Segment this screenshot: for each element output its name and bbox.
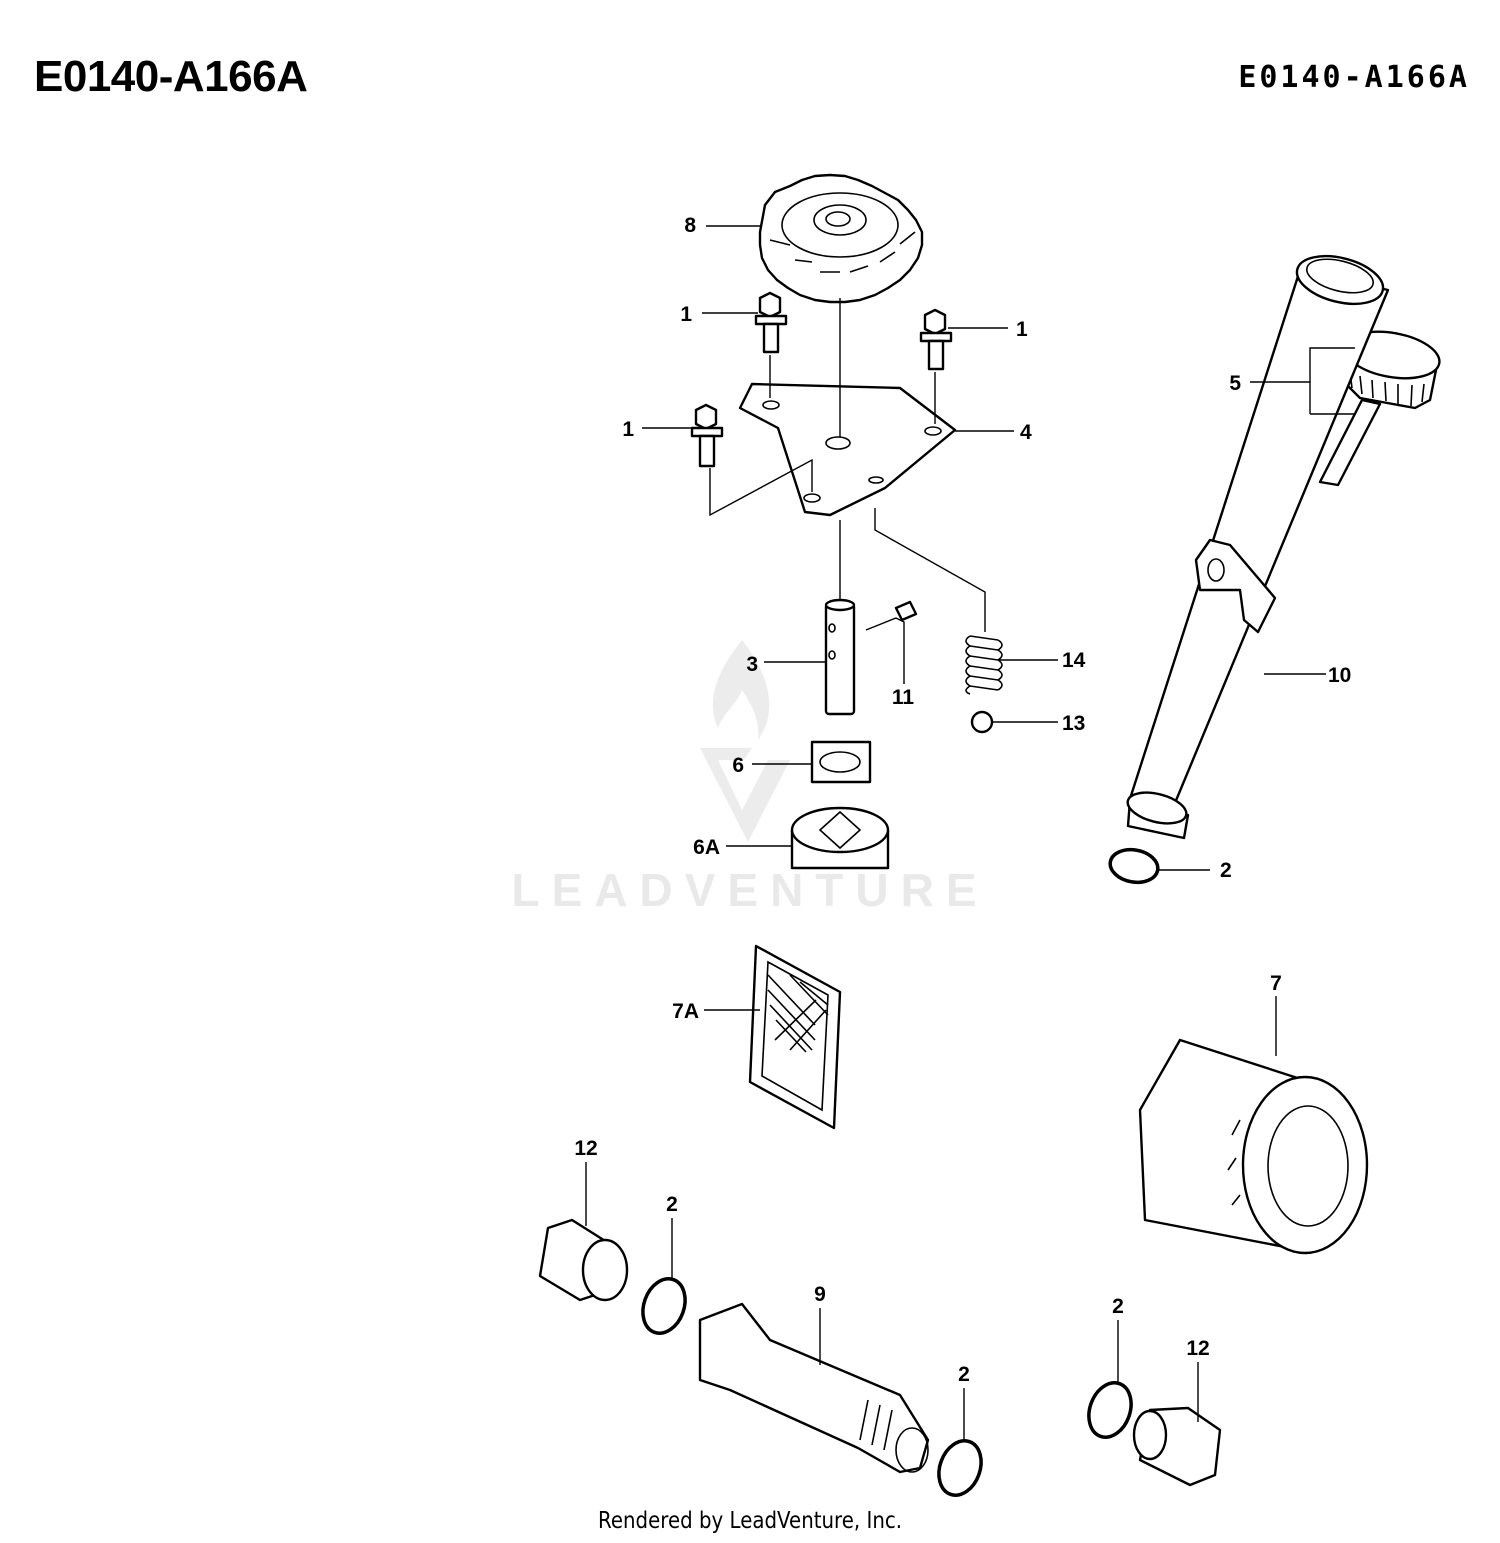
part-2-o-ring-d[interactable] — [1082, 1377, 1139, 1443]
callout-1-c[interactable]: 1 — [622, 418, 634, 441]
part-2-o-ring-b[interactable] — [636, 1273, 693, 1339]
callout-10[interactable]: 10 — [1328, 664, 1351, 687]
part-1-bolt-a[interactable] — [754, 291, 788, 354]
callout-5[interactable]: 5 — [1229, 372, 1241, 395]
part-14-spring[interactable] — [965, 635, 1003, 695]
callout-12-a[interactable]: 12 — [574, 1137, 597, 1160]
watermark-v-icon — [700, 748, 790, 842]
callout-6[interactable]: 6 — [732, 754, 744, 777]
part-13-ball[interactable] — [970, 710, 994, 734]
callout-2-c[interactable]: 2 — [958, 1363, 970, 1386]
part-4-plate[interactable] — [738, 382, 957, 517]
callout-8[interactable]: 8 — [684, 214, 696, 237]
callout-2-d[interactable]: 2 — [1112, 1295, 1124, 1318]
callout-1-a[interactable]: 1 — [680, 303, 692, 326]
part-2-o-ring-a[interactable] — [1108, 846, 1161, 886]
callout-2-a[interactable]: 2 — [1220, 859, 1232, 882]
callout-labels: 8 1 1 1 4 5 3 11 14 13 10 6 6A 2 7A 7 12… — [574, 214, 1351, 1386]
part-1-bolt-b[interactable] — [919, 308, 953, 371]
part-12-drain-plug-a[interactable] — [538, 1218, 629, 1302]
part-11-pin[interactable] — [894, 600, 918, 622]
watermark-text: LEADVENTURE — [511, 864, 988, 916]
part-3-shaft[interactable] — [824, 598, 856, 716]
part-1-bolt-c[interactable] — [690, 403, 724, 468]
part-10-oil-tube[interactable] — [1125, 248, 1390, 840]
watermark-flame-icon — [712, 640, 770, 740]
callout-1-b[interactable]: 1 — [1016, 318, 1028, 341]
part-9-valve-body[interactable] — [698, 1302, 930, 1474]
callout-11[interactable]: 11 — [892, 686, 915, 709]
callout-14[interactable]: 14 — [1062, 649, 1086, 672]
part-7a-strainer[interactable] — [748, 944, 842, 1130]
leader-lines — [585, 225, 1355, 1442]
part-6-inner-rotor[interactable] — [810, 740, 872, 784]
part-5-dipstick[interactable] — [1318, 325, 1443, 487]
callout-6a[interactable]: 6A — [693, 836, 720, 859]
watermark: LEADVENTURE — [511, 640, 988, 916]
render-credit: Rendered by LeadVenture, Inc. — [597, 1508, 903, 1534]
callout-7[interactable]: 7 — [1270, 972, 1282, 995]
diagram-code-right: E0140-A166A — [1238, 60, 1470, 95]
callout-12-b[interactable]: 12 — [1186, 1337, 1209, 1360]
diagram-code-left: E0140-A166A — [34, 52, 308, 101]
callout-13[interactable]: 13 — [1062, 712, 1085, 735]
callout-2-b[interactable]: 2 — [666, 1193, 678, 1216]
callout-9[interactable]: 9 — [814, 1283, 826, 1306]
part-7-oil-filter[interactable] — [1138, 1038, 1369, 1255]
callout-4[interactable]: 4 — [1020, 421, 1032, 444]
part-12-drain-plug-b[interactable] — [1132, 1406, 1222, 1487]
part-6a-outer-rotor[interactable] — [790, 806, 890, 870]
part-2-o-ring-c[interactable] — [932, 1435, 989, 1501]
part-8-gear[interactable] — [758, 173, 924, 304]
callout-7a[interactable]: 7A — [672, 1000, 699, 1023]
callout-3[interactable]: 3 — [746, 653, 758, 676]
